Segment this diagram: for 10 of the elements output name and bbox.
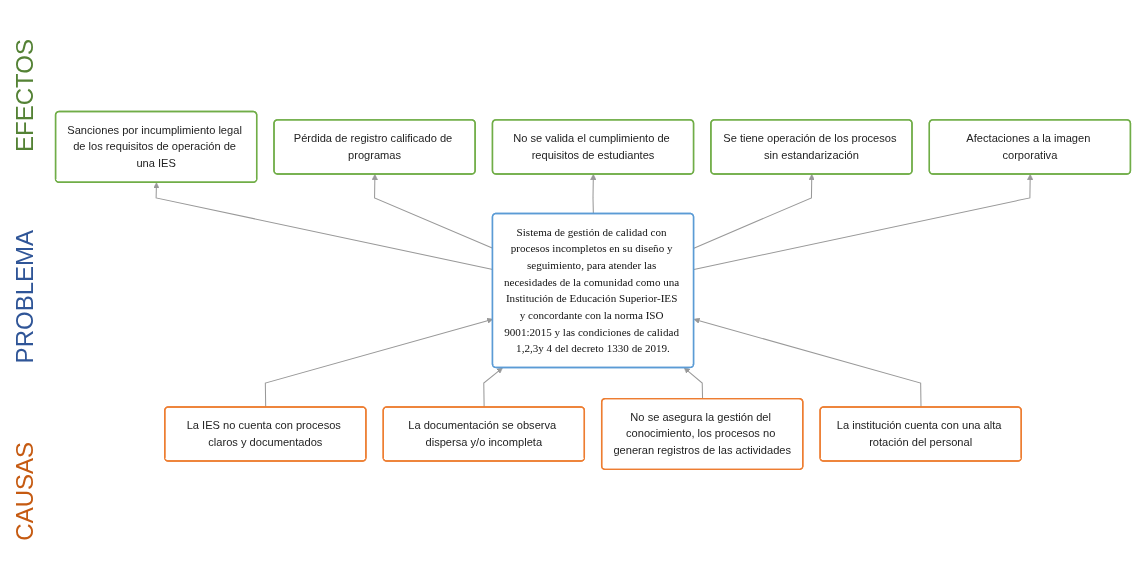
problem-tree-diagram: Sanciones por incumplimiento legal de los requisitos de operación de una IES Pérdida de registro calificado de programas No se valida el cumplimiento de requisitos de estudiantes Se tiene operación de los procesos sin estandarización Afectaciones a la imagen corporativa Sistema de gestión de calidad con procesos incompletos en su diseño y seguimiento, para atender las necesidades de la comunidad como una Institución de Educación Superior-IES y concordante con la norma ISO 9001:2015 y las condiciones de calidad 1,2,3y 4 del decreto 1330 de 2019. La IES no cuenta con procesos claros y documentados La documentación se observa dispersa y/o incompleta No se asegura la gestión del conocimiento, los procesos no generan registros de las actividades La institución cuenta con una alta rotación del personal (50, 105, 1136, 475)
arrow (590, 173, 597, 214)
arrow (693, 173, 1034, 270)
arrow (483, 367, 503, 408)
section-label: PROBLEMA (11, 230, 39, 364)
arrow (683, 367, 704, 400)
arrow (693, 317, 922, 408)
section-label: CAUSAS (11, 442, 39, 541)
arrow (693, 173, 815, 249)
section-label: EFECTOS (11, 39, 39, 153)
